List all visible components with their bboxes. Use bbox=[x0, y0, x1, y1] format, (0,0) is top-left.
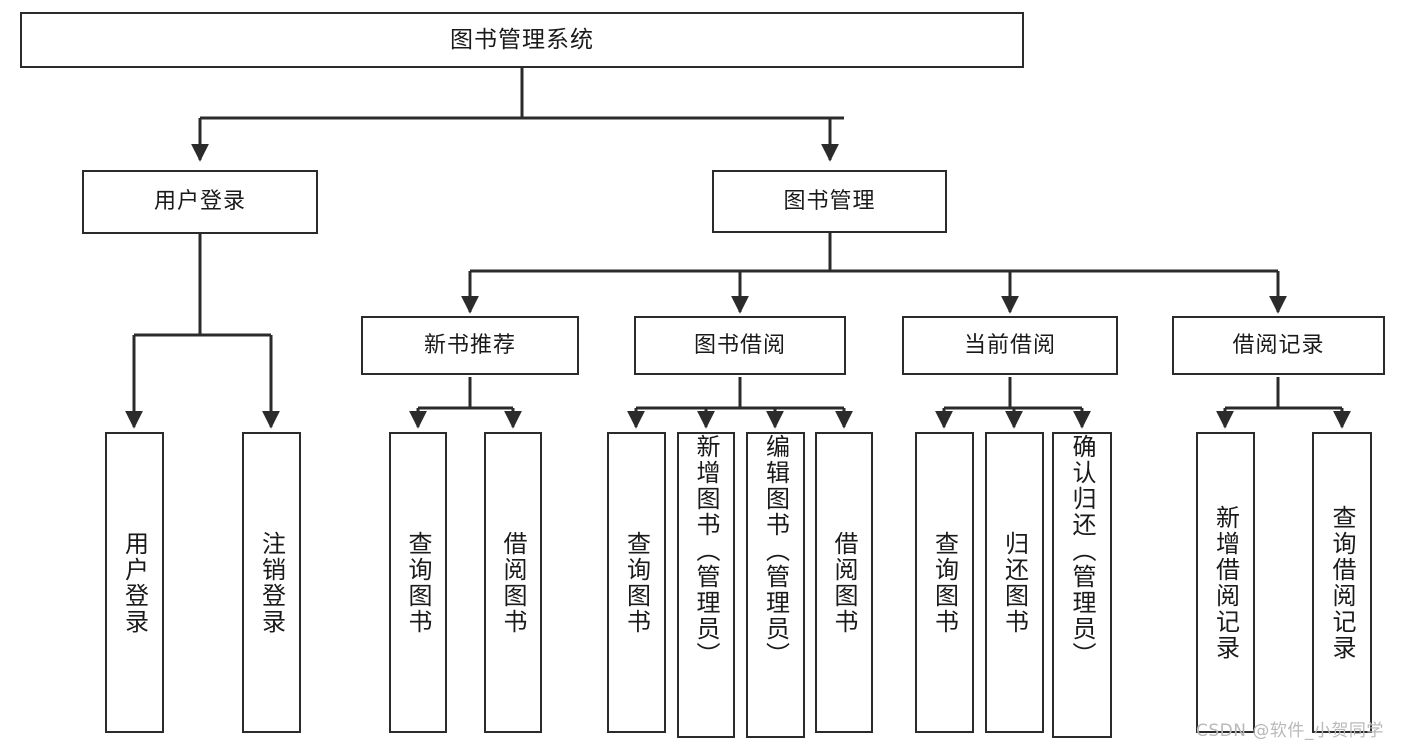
leaf-query-book-2[interactable]: 查询图书 bbox=[607, 432, 666, 733]
leaf-edit-book[interactable]: 编辑图书（管理员） bbox=[746, 432, 805, 738]
node-user-login[interactable]: 用户登录 bbox=[82, 170, 318, 234]
node-label: 查询图书 bbox=[404, 530, 432, 635]
node-label: 新增图书（管理员） bbox=[692, 434, 720, 668]
leaf-query-record[interactable]: 查询借阅记录 bbox=[1312, 432, 1372, 733]
node-new-book-recommend[interactable]: 新书推荐 bbox=[361, 316, 579, 375]
node-label: 图书借阅 bbox=[693, 332, 786, 358]
node-label: 归还图书 bbox=[1000, 530, 1029, 635]
leaf-user-login[interactable]: 用户登录 bbox=[105, 432, 164, 733]
node-label: 用户登录 bbox=[153, 189, 246, 215]
node-label: 当前借阅 bbox=[963, 332, 1056, 358]
node-label: 编辑图书（管理员） bbox=[761, 434, 790, 668]
node-label: 查询图书 bbox=[930, 530, 959, 635]
leaf-user-logout[interactable]: 注销登录 bbox=[242, 432, 301, 733]
node-book-manage[interactable]: 图书管理 bbox=[712, 170, 947, 233]
csdn-watermark: CSDN @软件_小贺同学 bbox=[1196, 721, 1384, 741]
leaf-borrow-book-2[interactable]: 借阅图书 bbox=[815, 432, 873, 733]
node-label: 借阅记录 bbox=[1232, 332, 1325, 358]
leaf-add-record[interactable]: 新增借阅记录 bbox=[1196, 432, 1255, 733]
node-borrow-record[interactable]: 借阅记录 bbox=[1172, 316, 1385, 375]
leaf-add-book[interactable]: 新增图书（管理员） bbox=[677, 432, 735, 738]
node-label: 确认归还（管理员） bbox=[1068, 434, 1096, 668]
node-label: 查询图书 bbox=[622, 530, 651, 635]
leaf-confirm-return[interactable]: 确认归还（管理员） bbox=[1052, 432, 1112, 738]
leaf-query-book-1[interactable]: 查询图书 bbox=[389, 432, 447, 733]
node-label: 借阅图书 bbox=[499, 530, 527, 635]
node-current-borrow[interactable]: 当前借阅 bbox=[902, 316, 1118, 375]
node-label: 借阅图书 bbox=[830, 530, 858, 635]
node-label: 新书推荐 bbox=[423, 332, 516, 358]
node-label: 图书管理 bbox=[783, 188, 876, 214]
node-root-system[interactable]: 图书管理系统 bbox=[20, 12, 1024, 68]
node-label: 图书管理系统 bbox=[450, 26, 594, 53]
node-label: 查询借阅记录 bbox=[1328, 504, 1356, 661]
leaf-query-book-3[interactable]: 查询图书 bbox=[915, 432, 974, 733]
node-label: 注销登录 bbox=[257, 530, 286, 635]
node-book-borrow[interactable]: 图书借阅 bbox=[634, 316, 846, 375]
node-label: 新增借阅记录 bbox=[1211, 504, 1240, 661]
leaf-return-book[interactable]: 归还图书 bbox=[985, 432, 1044, 733]
leaf-borrow-book-1[interactable]: 借阅图书 bbox=[484, 432, 542, 733]
node-label: 用户登录 bbox=[120, 530, 149, 635]
